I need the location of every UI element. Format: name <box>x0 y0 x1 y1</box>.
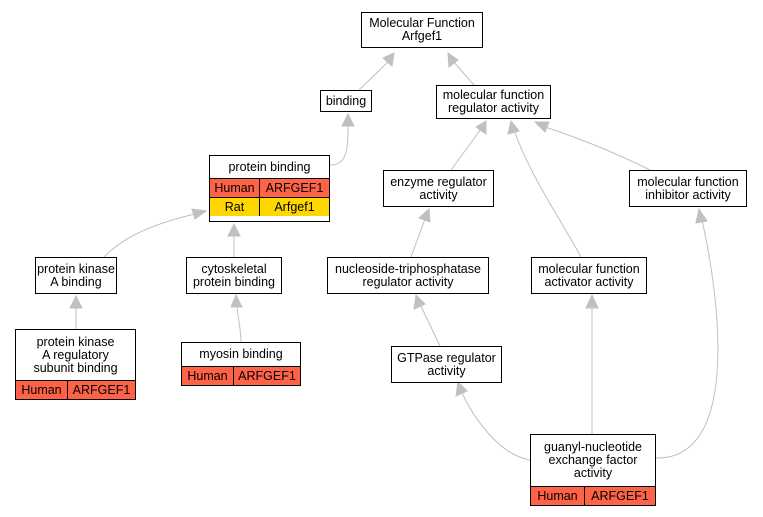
node-protein-kinase-a-regulatory-subunit-binding[interactable]: protein kinase A regulatory subunit bind… <box>15 329 136 400</box>
species-label: Rat <box>210 198 260 216</box>
annotation-row-human: Human ARFGEF1 <box>182 366 300 385</box>
species-label: Human <box>531 487 585 505</box>
annotation-row-human: Human ARFGEF1 <box>210 178 329 197</box>
edge-gef-to-gtpase-regulator <box>455 380 531 461</box>
edge-mf-regulator-to-root <box>447 51 475 86</box>
edge-mf-activator-to-mf-regulator <box>507 119 582 258</box>
edge-gtpase-regulator-to-ntpase-regulator <box>413 293 441 347</box>
node-label: protein kinase A binding <box>37 261 115 289</box>
node-molecular-function-inhibitor-activity[interactable]: molecular function inhibitor activity <box>629 170 747 207</box>
gene-symbol: Arfgef1 <box>274 200 315 214</box>
edge-gef-to-mf-inhibitor <box>655 207 719 459</box>
gene-symbol: ARFGEF1 <box>238 369 296 383</box>
node-enzyme-regulator-activity[interactable]: enzyme regulator activity <box>383 170 494 207</box>
edge-myosin-to-cytoskeletal <box>230 293 243 343</box>
node-myosin-binding[interactable]: myosin binding Human ARFGEF1 <box>181 342 301 386</box>
node-label: nucleoside-triphosphatase regulator acti… <box>335 261 481 289</box>
gene-symbol: ARFGEF1 <box>591 489 649 503</box>
node-label: molecular function activator activity <box>538 261 640 289</box>
edge-pka-binding-to-protein-binding <box>103 208 208 258</box>
node-molecular-function-root[interactable]: Molecular Function Arfgef1 <box>361 12 483 48</box>
node-cytoskeletal-protein-binding[interactable]: cytoskeletal protein binding <box>186 257 282 294</box>
node-label: molecular function regulator activity <box>442 88 545 115</box>
node-gtpase-regulator-activity[interactable]: GTPase regulator activity <box>391 346 502 383</box>
node-label: GTPase regulator activity <box>397 350 496 378</box>
edge-enzyme-regulator-to-mf-regulator <box>450 120 487 171</box>
annotation-row-rat: Rat Arfgef1 <box>210 197 329 216</box>
node-label: protein kinase A regulatory subunit bind… <box>33 334 118 375</box>
node-label: enzyme regulator activity <box>390 174 487 202</box>
species-label: Human <box>210 179 260 197</box>
annotation-row-human: Human ARFGEF1 <box>16 380 135 399</box>
node-binding[interactable]: binding <box>320 90 372 112</box>
species-label: Human <box>16 381 68 399</box>
edge-pka-reg-subunit-to-pka-binding <box>69 294 83 329</box>
node-protein-binding[interactable]: protein binding Human ARFGEF1 Rat Arfgef… <box>209 155 330 222</box>
edge-gef-to-mf-activator <box>585 293 599 434</box>
annotation-row-human: Human ARFGEF1 <box>531 486 655 505</box>
node-molecular-function-activator-activity[interactable]: molecular function activator activity <box>531 257 647 294</box>
node-protein-kinase-a-binding[interactable]: protein kinase A binding <box>35 257 117 294</box>
edge-binding-to-root <box>358 52 395 91</box>
gene-symbol: ARFGEF1 <box>72 383 131 397</box>
edge-ntpase-regulator-to-enzyme-regulator <box>410 207 431 258</box>
node-label: binding <box>325 93 367 108</box>
edge-cytoskeletal-to-protein-binding <box>227 222 241 257</box>
node-label: Molecular Function Arfgef1 <box>369 16 475 43</box>
edge-protein-binding-to-binding <box>329 112 355 166</box>
node-guanyl-nucleotide-exchange-factor-activity[interactable]: guanyl-nucleotide exchange factor activi… <box>530 434 656 506</box>
node-label: molecular function inhibitor activity <box>637 174 739 202</box>
node-label: guanyl-nucleotide exchange factor activi… <box>544 440 642 480</box>
node-label: myosin binding <box>199 347 283 361</box>
gene-symbol: ARFGEF1 <box>265 181 324 195</box>
node-molecular-function-regulator-activity[interactable]: molecular function regulator activity <box>436 85 551 119</box>
node-label: cytoskeletal protein binding <box>192 261 275 289</box>
node-label: protein binding <box>228 159 311 174</box>
species-label: Human <box>182 367 234 385</box>
edge-mf-inhibitor-to-mf-regulator <box>533 121 651 171</box>
node-nucleoside-triphosphatase-regulator-activity[interactable]: nucleoside-triphosphatase regulator acti… <box>327 257 489 294</box>
